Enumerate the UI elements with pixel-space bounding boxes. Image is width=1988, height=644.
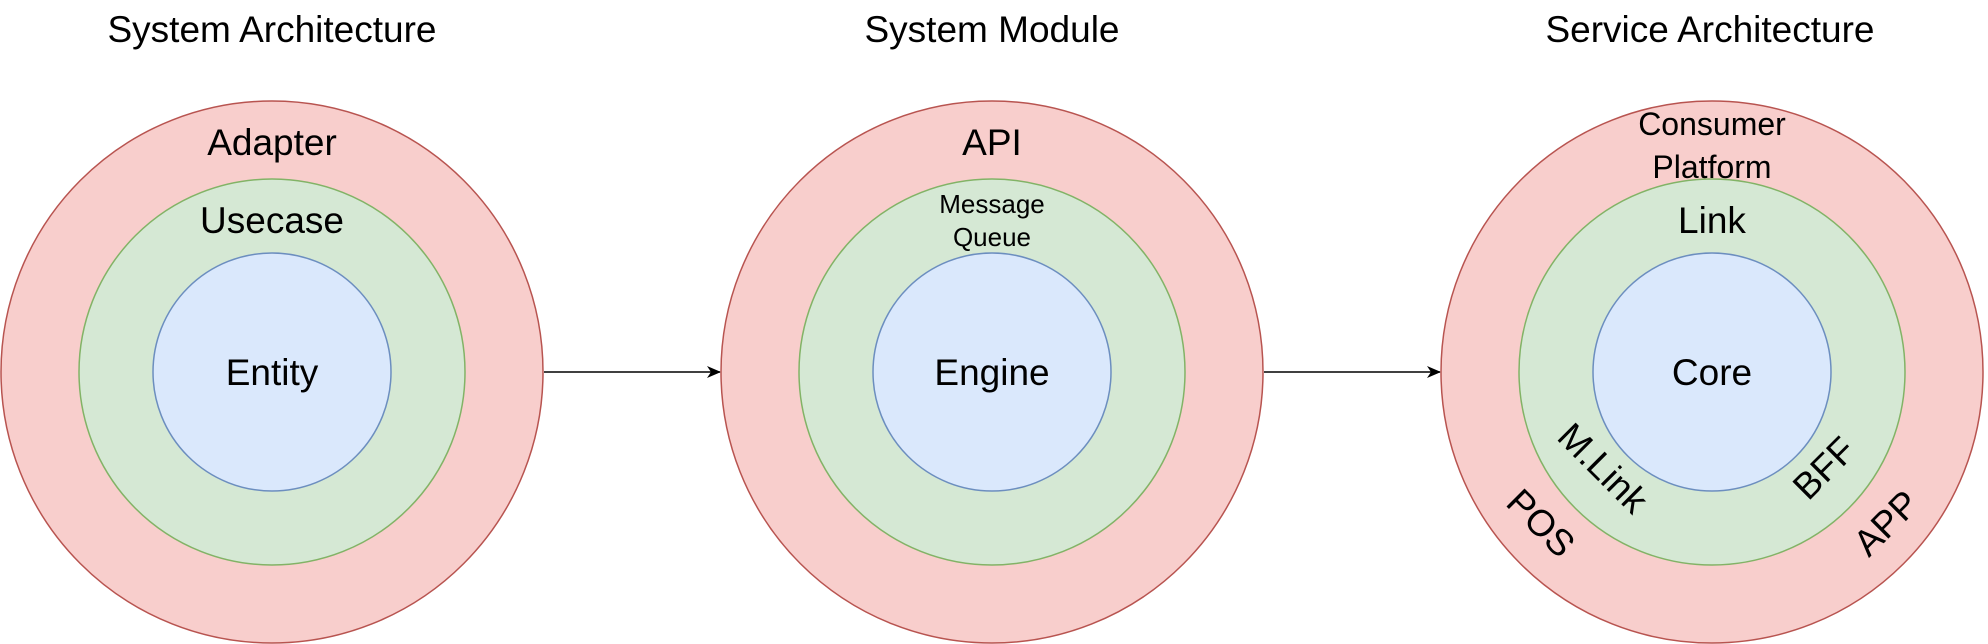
system-module-diagram: API Message Queue Engine — [720, 100, 1264, 644]
diagram-title-system-architecture: System Architecture — [107, 9, 436, 50]
entity-label: Entity — [226, 352, 319, 393]
engine-circle — [872, 252, 1112, 492]
consumer-platform-label-line-1: Consumer — [1638, 106, 1786, 142]
service-architecture-diagram: Consumer Platform Link Core POS APP M.Li… — [1440, 100, 1984, 644]
entity-circle — [152, 252, 392, 492]
message-queue-label-line-2: Queue — [953, 222, 1031, 252]
adapter-label: Adapter — [207, 122, 337, 163]
diagram-title-service-architecture: Service Architecture — [1545, 9, 1874, 50]
consumer-platform-label-line-2: Platform — [1652, 149, 1771, 185]
usecase-label: Usecase — [200, 200, 344, 241]
engine-label: Engine — [934, 352, 1049, 393]
link-label: Link — [1678, 200, 1746, 241]
api-label: API — [962, 122, 1022, 163]
core-circle — [1592, 252, 1832, 492]
system-architecture-diagram: Adapter Usecase Entity — [0, 100, 544, 644]
message-queue-label-line-1: Message — [939, 189, 1045, 219]
diagram-title-system-module: System Module — [865, 9, 1120, 50]
core-label: Core — [1672, 352, 1752, 393]
